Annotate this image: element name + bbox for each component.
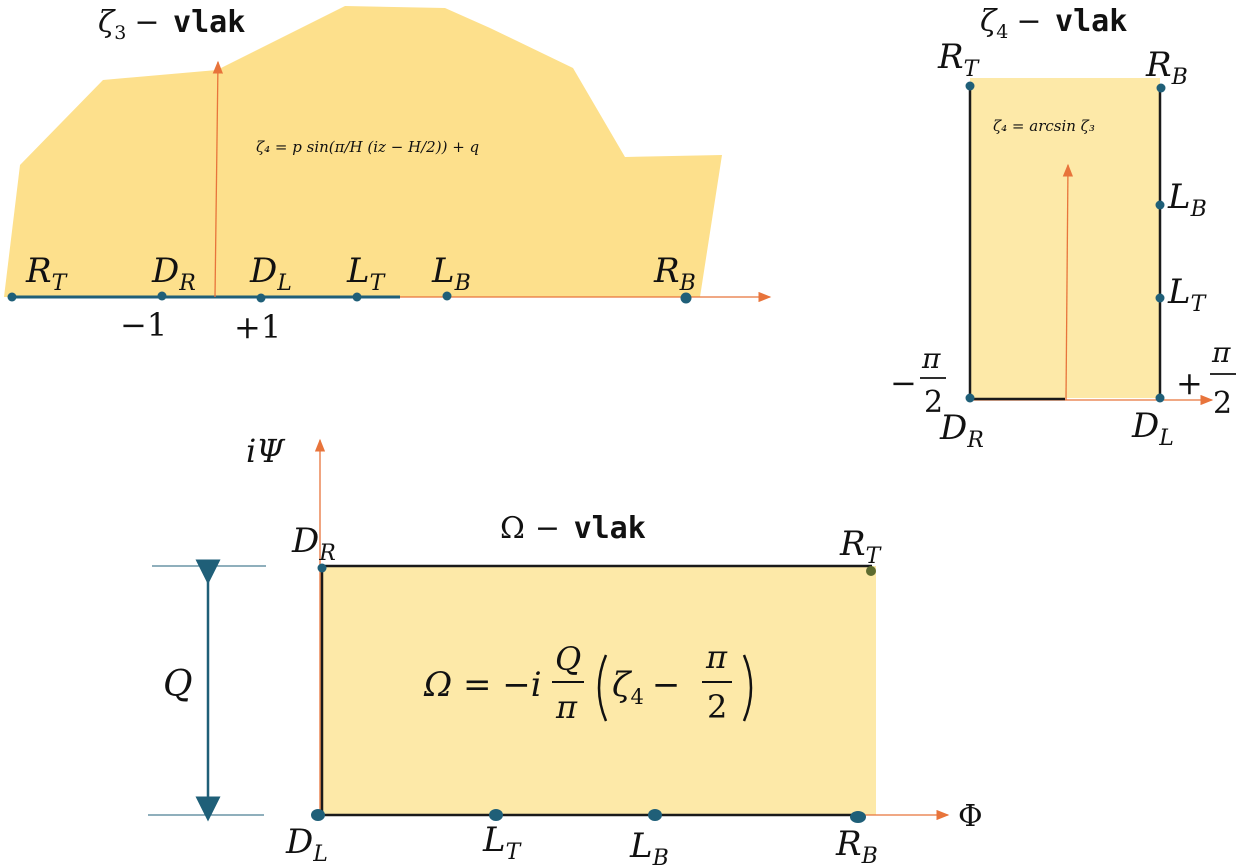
zeta3-point-DR — [157, 291, 167, 301]
zeta3-label-DL: DL — [249, 251, 292, 296]
omega-point-RT — [866, 566, 876, 576]
omega-point-DL — [311, 809, 325, 821]
omega-x-axis-label: Φ — [958, 799, 983, 834]
zeta3-plane: ζ3− vlak ζ₄ = p sin(π/H (iz − H/2)) + q … — [4, 5, 772, 346]
svg-text:2: 2 — [924, 385, 943, 420]
zeta3-point-LT — [352, 292, 362, 302]
zeta4-point-LB — [1155, 200, 1165, 210]
zeta4-tick-plus-half-pi: + π 2 — [1176, 336, 1236, 421]
zeta4-point-DR — [965, 393, 975, 403]
omega-point-LT — [489, 809, 503, 821]
omega-label-DL: DL — [285, 822, 328, 867]
svg-text:2: 2 — [707, 688, 727, 726]
zeta4-point-RT — [965, 81, 975, 91]
zeta3-formula: ζ₄ = p sin(π/H (iz − H/2)) + q — [256, 138, 479, 156]
zeta4-formula: ζ₄ = arcsin ζ₃ — [993, 117, 1095, 135]
svg-text:+: + — [1176, 364, 1203, 402]
omega-height-label: Q — [163, 664, 193, 705]
zeta3-label-RB: RB — [653, 251, 696, 296]
omega-point-LB — [648, 809, 662, 821]
omega-plane: Q Ω− vlak iΨ Φ Ω = −i Q π ζ4− π 2 DR RT … — [148, 432, 983, 868]
zeta3-title: ζ3− vlak — [98, 5, 245, 44]
zeta4-imag-axis — [1062, 163, 1074, 401]
zeta3-label-LT: LT — [346, 251, 387, 296]
svg-text:2: 2 — [1213, 386, 1232, 421]
zeta3-label-DR: DR — [151, 251, 196, 296]
omega-label-LT: LT — [482, 820, 523, 865]
omega-title: Ω− vlak — [500, 511, 646, 546]
zeta4-tick-minus-half-pi: − π 2 — [890, 342, 946, 420]
zeta3-label-LB: LB — [431, 251, 471, 296]
zeta3-imag-axis — [212, 60, 224, 298]
svg-text:π: π — [705, 638, 728, 676]
svg-text:Ω = −i: Ω = −i — [423, 665, 542, 705]
svg-text:π: π — [555, 688, 578, 726]
zeta3-label-RT: RT — [25, 251, 69, 296]
svg-text:−: − — [890, 364, 917, 402]
svg-text:ζ4−: ζ4− — [612, 665, 680, 709]
omega-y-axis-label: iΨ — [246, 432, 286, 470]
zeta4-label-RT: RT — [937, 37, 981, 82]
svg-text:π: π — [1211, 336, 1231, 369]
zeta3-tick-minus1: −1 — [120, 306, 167, 344]
zeta4-point-DL — [1155, 393, 1165, 403]
zeta3-point-RB — [680, 292, 692, 304]
zeta4-point-RB — [1156, 83, 1166, 93]
zeta4-label-DL: DL — [1131, 406, 1174, 451]
zeta3-point-RT — [7, 292, 17, 302]
zeta3-region — [4, 6, 722, 297]
omega-label-DR: DR — [291, 521, 336, 566]
zeta4-label-RB: RB — [1145, 45, 1188, 90]
omega-label-LB: LB — [629, 826, 669, 868]
svg-text:Q: Q — [555, 640, 581, 678]
omega-point-DR — [317, 563, 327, 573]
zeta4-label-LB: LB — [1167, 177, 1207, 222]
zeta4-plane: ζ4− vlak ζ₄ = arcsin ζ₃ RT RB LB LT DR D… — [890, 4, 1236, 453]
omega-formula: Ω = −i Q π ζ4− π 2 — [423, 638, 753, 726]
zeta4-title: ζ4− vlak — [980, 4, 1127, 43]
zeta3-tick-plus1: +1 — [234, 308, 281, 346]
omega-label-RT: RT — [839, 524, 883, 569]
omega-point-RB — [850, 811, 866, 823]
omega-label-RB: RB — [835, 824, 878, 868]
zeta3-point-LB — [442, 291, 452, 301]
zeta4-point-LT — [1155, 293, 1165, 303]
zeta4-label-DR: DR — [939, 408, 984, 453]
zeta3-point-DL — [256, 293, 266, 303]
zeta4-label-LT: LT — [1167, 272, 1208, 317]
svg-text:π: π — [921, 342, 941, 375]
zeta4-region — [970, 78, 1160, 398]
